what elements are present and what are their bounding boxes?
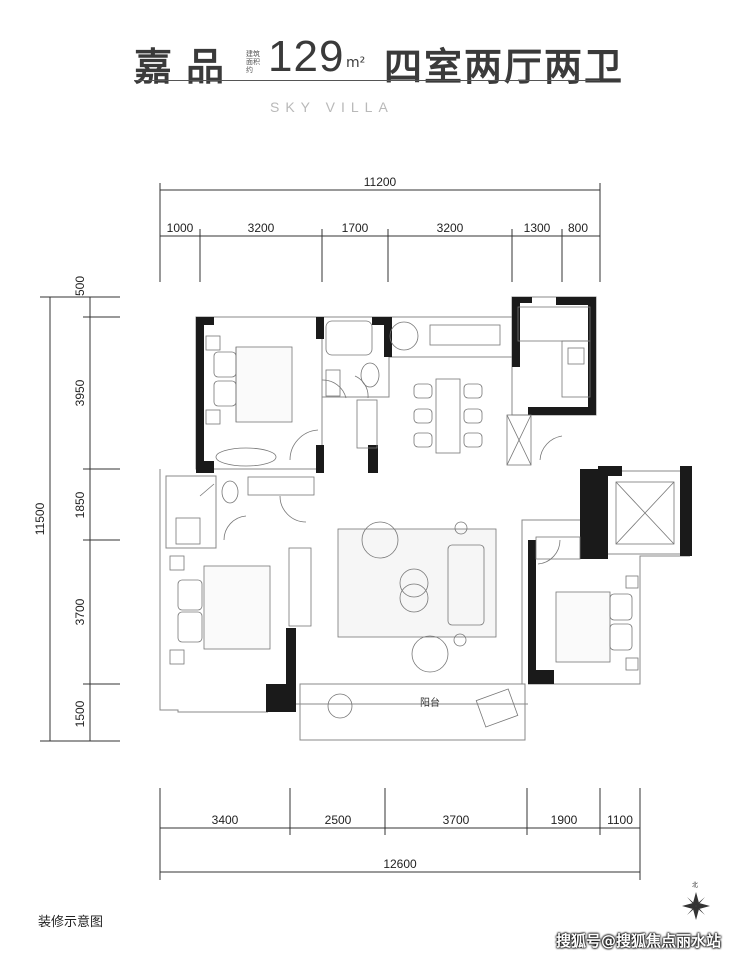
dim-bottom-5: 1100 [607,813,633,827]
dim-top-total: 11200 [364,175,397,189]
furniture [169,306,675,728]
dim-left-total: 11500 [33,502,47,535]
dim-top-2: 3200 [248,221,275,235]
area-unit: m² [346,55,366,71]
dim-top-3: 1700 [342,221,369,235]
bottom-dimensions [159,788,641,880]
area-label: 建筑面积约 [246,50,260,74]
dim-top-6: 800 [568,221,588,235]
dim-bottom-2: 2500 [325,813,352,827]
title-divider [134,80,600,81]
dim-bottom-total: 12600 [383,857,417,871]
room-type: 四室两厅两卫 [384,45,625,89]
dim-left-4: 3700 [73,598,87,625]
dim-top-5: 1300 [524,221,551,235]
area-value: 129 [268,32,345,81]
dim-left-5: 1500 [73,700,87,727]
dim-bottom-4: 1900 [551,813,578,827]
compass-label: 北 [692,881,698,889]
thick-walls [196,297,692,712]
project-name: 嘉品 [134,45,239,89]
dim-top-4: 3200 [437,221,464,235]
dim-left-3: 1850 [73,491,87,518]
top-dimensions [159,183,601,282]
left-dimensions [40,296,120,742]
compass-icon [682,892,710,920]
dim-bottom-1: 3400 [212,813,239,827]
brand-subtitle: SKY VILLA [270,99,394,115]
dim-left-1: 500 [73,276,87,296]
watermark: 搜狐号@搜狐焦点丽水站 [556,932,722,950]
dim-left-2: 3950 [73,379,87,406]
dim-top-1: 1000 [167,221,194,235]
caption: 装修示意图 [38,915,104,930]
balcony-label: 阳台 [420,696,440,709]
door-swings [223,375,563,565]
dim-bottom-3: 3700 [443,813,470,827]
